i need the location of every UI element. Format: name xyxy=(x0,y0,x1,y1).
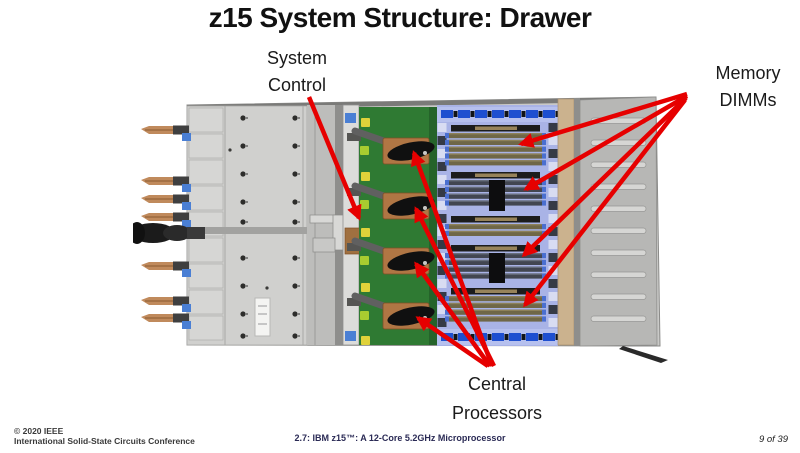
footer-page-indicator: 9 of 39 xyxy=(758,434,788,445)
label-system-control-line1: System xyxy=(266,48,327,68)
label-central-processors: Central Processors xyxy=(427,370,567,428)
dimm-section xyxy=(437,105,560,346)
right-panel xyxy=(557,96,668,363)
left-cables xyxy=(141,125,191,329)
label-system-control: System Control xyxy=(237,45,357,99)
slide-title: z15 System Structure: Drawer xyxy=(208,2,592,33)
label-memory-dimms-line1: Memory xyxy=(715,63,781,83)
drawer-photo xyxy=(133,96,668,363)
footer-copyright-line1: © 2020 IEEE xyxy=(14,426,64,436)
board-clips xyxy=(360,118,370,345)
left-metal-plate xyxy=(186,105,308,346)
label-memory-dimms-line2: DIMMs xyxy=(719,90,777,110)
plate-screws xyxy=(228,115,300,339)
label-memory-dimms: Memory DIMMs xyxy=(698,60,798,114)
label-system-control-line2: Control xyxy=(267,75,327,95)
label-central-processors-line1: Central xyxy=(467,374,527,394)
corner-flap xyxy=(619,346,668,363)
footer-copyright: © 2020 IEEE International Solid-State Ci… xyxy=(14,426,195,446)
plate-seam xyxy=(187,227,307,234)
footer-copyright-line2: International Solid-State Circuits Confe… xyxy=(14,436,195,446)
label-sticker xyxy=(254,297,271,337)
hinge-column xyxy=(307,105,346,345)
processor-board xyxy=(347,107,437,345)
label-central-processors-line2: Processors xyxy=(451,403,543,423)
footer-paper-title: 2.7: IBM z15™: A 12-Core 5.2GHz Micropro… xyxy=(294,433,506,443)
